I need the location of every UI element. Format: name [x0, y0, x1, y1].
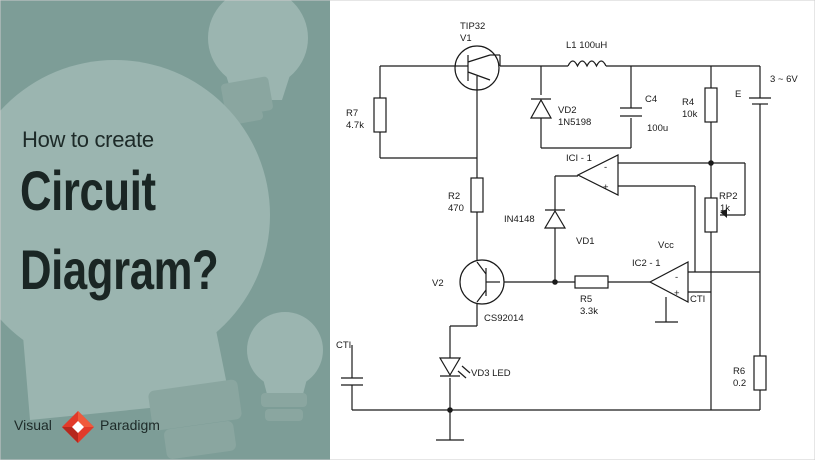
- opamp-ic1: [576, 154, 619, 196]
- resistor-r5: [574, 275, 609, 289]
- label-in4148: IN4148: [504, 214, 535, 225]
- label-r6: R6: [733, 366, 745, 377]
- label-r7-value: 4.7k: [346, 120, 364, 131]
- heading-line-2: Diagram?: [20, 238, 219, 301]
- inductor-l1: [567, 60, 607, 68]
- label-ic1-minus: -: [604, 162, 607, 173]
- label-supply: 3 ~ 6V: [770, 74, 798, 85]
- capacitor-c4: [620, 107, 642, 117]
- label-r5-value: 3.3k: [580, 306, 598, 317]
- label-e: E: [735, 89, 741, 100]
- label-r5: R5: [580, 294, 592, 305]
- label-r7: R7: [346, 108, 358, 119]
- led-vd3: [438, 357, 471, 379]
- lightbulb-icon: [208, 0, 308, 124]
- component-labels: TIP32 V1 L1 100uH R7 4.7k VD2 1N5198 C4 …: [336, 21, 798, 389]
- label-ic2-minus: -: [675, 272, 678, 283]
- lightbulb-icon: [247, 312, 323, 421]
- label-ic1-plus: +: [603, 182, 609, 193]
- label-ic2-plus: +: [674, 288, 680, 299]
- transistor-tip32: [454, 45, 501, 91]
- label-rp2-value: 1k: [720, 203, 730, 214]
- label-cti-ic2: CTI: [690, 294, 705, 305]
- label-tip32: TIP32: [460, 21, 485, 32]
- resistor-r6: [753, 355, 767, 391]
- label-vd1: VD1: [576, 236, 594, 247]
- label-ic2: IC2 - 1: [632, 258, 661, 269]
- label-rp2: RP2: [719, 191, 737, 202]
- label-cti-left: CTI: [336, 340, 351, 351]
- potentiometer-rp2: [704, 197, 727, 233]
- label-r2: R2: [448, 191, 460, 202]
- label-r4: R4: [682, 97, 694, 108]
- heading-line-1: Circuit: [20, 159, 156, 222]
- label-vd3: VD3 LED: [471, 368, 511, 379]
- decorative-panel: [0, 0, 330, 460]
- label-c4-value: 100u: [647, 123, 668, 134]
- label-vd2: VD2: [558, 105, 576, 116]
- transistor-v2: [459, 259, 505, 305]
- diode-vd1: [543, 209, 567, 229]
- label-r6-value: 0.2: [733, 378, 746, 389]
- label-c4: C4: [645, 94, 657, 105]
- brand-text-left: Visual: [14, 417, 52, 433]
- label-l1: L1 100uH: [566, 40, 607, 51]
- diode-vd2: [529, 98, 553, 119]
- label-vcc: Vcc: [658, 240, 674, 251]
- brand-text-right: Paradigm: [100, 417, 160, 433]
- opamp-ic2: [648, 261, 689, 303]
- resistor-r2: [470, 177, 484, 213]
- label-cs92014: CS92014: [484, 313, 524, 324]
- resistor-r4: [704, 87, 718, 123]
- label-r4-value: 10k: [682, 109, 698, 120]
- battery-e: [749, 97, 771, 105]
- visual-paradigm-logo-icon: [62, 411, 94, 443]
- circuit-wires: [341, 65, 761, 441]
- label-v2: V2: [432, 278, 444, 289]
- label-v1: V1: [460, 33, 472, 44]
- heading-subtitle: How to create: [22, 127, 154, 152]
- label-vd2-value: 1N5198: [558, 117, 591, 128]
- lightbulb-icon: [0, 60, 270, 459]
- label-ic1: ICI - 1: [566, 153, 592, 164]
- resistor-r7: [373, 97, 387, 133]
- label-r2-value: 470: [448, 203, 464, 214]
